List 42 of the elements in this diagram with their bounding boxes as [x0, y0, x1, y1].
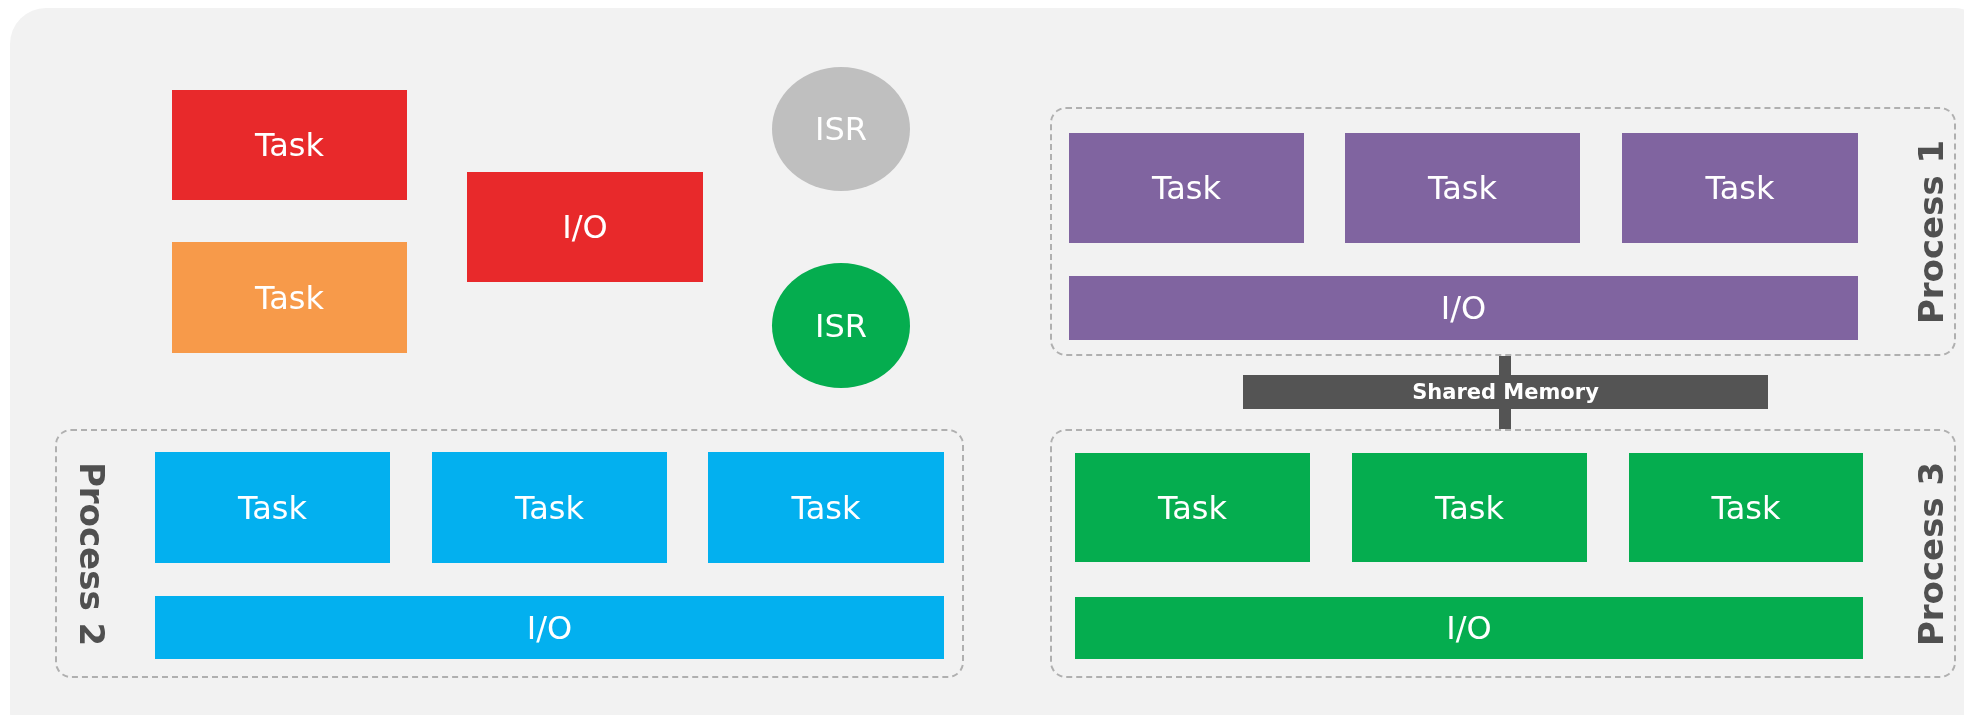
node-label: Task [1434, 491, 1505, 524]
process-box [1075, 597, 1863, 659]
node-label: Task [1711, 491, 1781, 524]
node-label: Task [254, 281, 325, 314]
process-box [467, 172, 703, 282]
process-box [1352, 453, 1587, 562]
node-label: ISR [815, 113, 867, 145]
node-label: Task [1157, 491, 1228, 524]
process-label: Process 1 [1914, 139, 1948, 324]
shared-memory-bar [1243, 375, 1768, 409]
process-group [55, 429, 964, 678]
process-box [155, 452, 390, 563]
process-group [1050, 107, 1956, 356]
process-box [1069, 133, 1304, 243]
process-box [172, 242, 407, 353]
process-label: Process 3 [1914, 461, 1948, 646]
connector-line [1499, 409, 1511, 429]
process-box [1622, 133, 1858, 243]
node-label: Task [1705, 172, 1775, 204]
node-label: Task [514, 491, 585, 524]
process-box [1345, 133, 1580, 243]
node-label: Task [1151, 172, 1222, 204]
node-label: ISR [815, 309, 867, 342]
node-label: I/O [1446, 612, 1492, 644]
node-label: I/O [526, 611, 573, 644]
process-group [1050, 429, 1956, 678]
process-box [432, 452, 667, 563]
node-label: I/O [562, 211, 608, 243]
process-box [1075, 453, 1310, 562]
node-label: Shared Memory [1412, 381, 1599, 403]
connector-line [1499, 356, 1511, 375]
process-box [1069, 276, 1858, 340]
process-box [172, 90, 407, 200]
node-label: I/O [1440, 292, 1487, 324]
process-box [155, 596, 944, 659]
process-label: Process 2 [75, 461, 109, 646]
node-label: Task [254, 129, 325, 161]
process-box [1629, 453, 1863, 562]
process-box [708, 452, 944, 563]
node-label: Task [1427, 172, 1498, 204]
node-label: Task [791, 491, 861, 524]
node-label: Task [237, 491, 308, 524]
